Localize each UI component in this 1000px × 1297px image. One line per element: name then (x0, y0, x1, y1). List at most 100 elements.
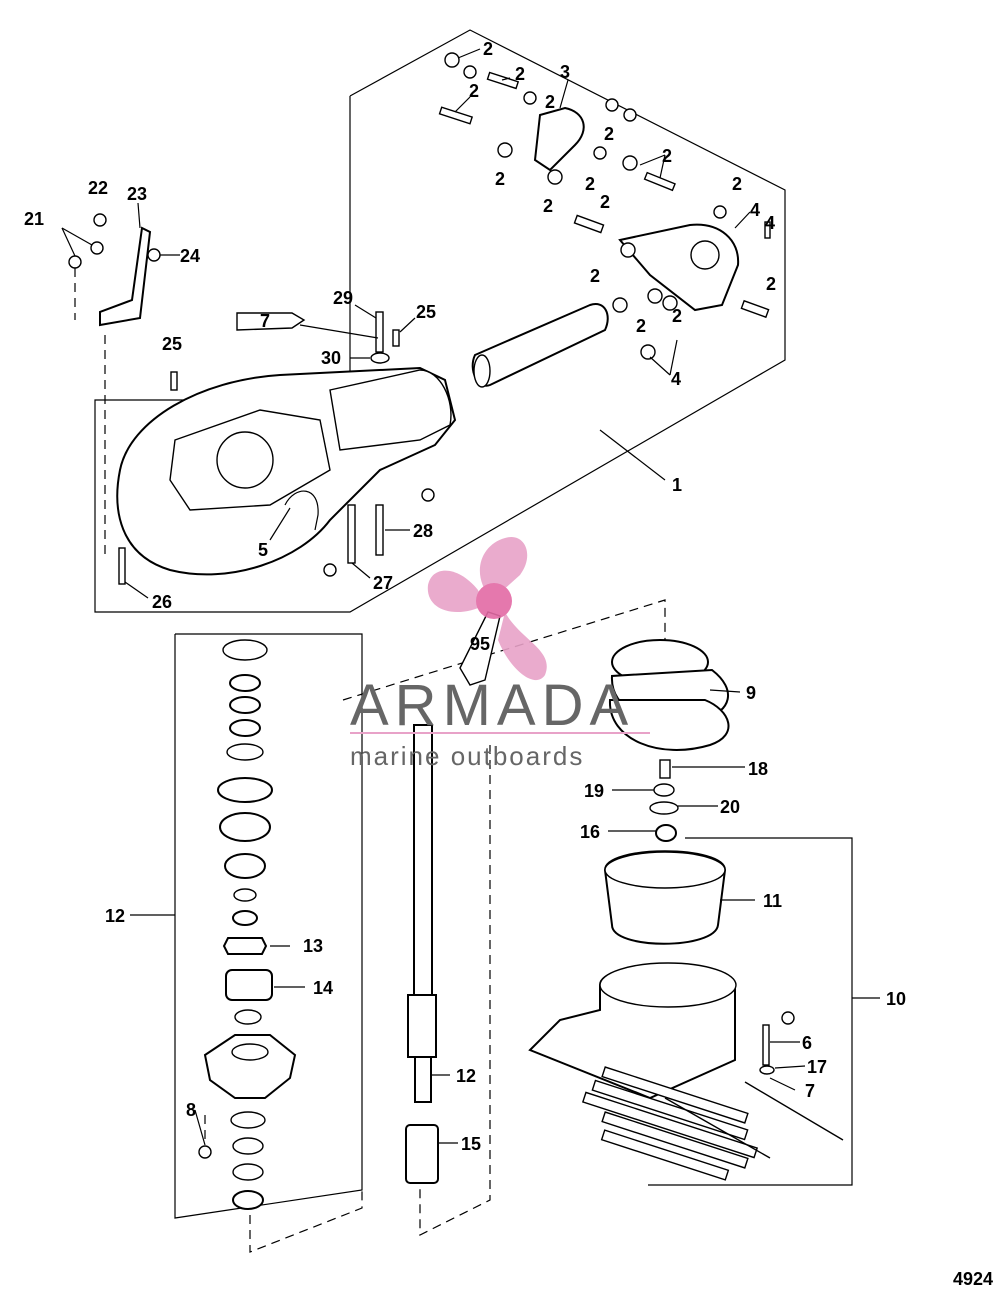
callout-16: 16 (580, 822, 600, 842)
nut-2-b (463, 65, 477, 79)
tube-label-7: 7 (260, 311, 270, 331)
bolt-26 (118, 547, 126, 585)
o-ring-d (232, 1163, 264, 1181)
wear-ring-top (604, 851, 726, 889)
callout-18: 18 (748, 759, 768, 779)
pin-2-b (740, 299, 770, 319)
callout-2: 2 (483, 39, 493, 59)
shaft-lower (414, 1056, 432, 1103)
nut-2-d (605, 98, 619, 112)
seal-c (229, 719, 261, 737)
nut-2-k (620, 242, 636, 258)
callout-2: 2 (766, 274, 776, 294)
washer-17 (759, 1065, 775, 1075)
callout-5: 5 (258, 540, 268, 560)
screw-21-a (68, 255, 82, 269)
bracket-23 (99, 226, 152, 327)
o-ring-a (226, 743, 264, 761)
nozzle-ring-top (599, 962, 737, 1008)
callout-19: 19 (584, 781, 604, 801)
callout-10: 10 (886, 989, 906, 1009)
callout-2: 2 (543, 196, 553, 216)
dowel-25-b (170, 371, 178, 391)
callout-3: 3 (560, 62, 570, 82)
callout-2: 2 (604, 124, 614, 144)
nut-2-h (593, 146, 607, 160)
intake-grate (581, 1066, 759, 1181)
callout-8: 8 (186, 1100, 196, 1120)
shaft-collar (407, 994, 437, 1058)
callout-4: 4 (750, 200, 760, 220)
callout-2: 2 (662, 146, 672, 166)
reverse-gate-bracket-4 (618, 223, 740, 312)
lubricant-tube-7 (236, 312, 306, 331)
callout-12: 12 (105, 906, 125, 926)
callout-4: 4 (671, 369, 681, 389)
nut-24 (147, 248, 161, 262)
diagram-id: 4924 (953, 1269, 993, 1289)
left-dash-return (249, 1190, 363, 1253)
assembly-10-boundary (648, 837, 853, 1186)
screw-4 (764, 221, 771, 239)
key-18 (659, 759, 671, 779)
stud-2-c (643, 171, 676, 192)
callout-1: 1 (672, 475, 682, 495)
housing-tube-outlet (329, 369, 452, 451)
washer-30 (370, 352, 390, 364)
screw-21-b (90, 241, 104, 255)
retaining-ring (234, 1009, 262, 1025)
gate-pivot-hole (690, 240, 720, 270)
o-ring-c (232, 1137, 264, 1155)
lubricant-tube-95 (459, 611, 501, 686)
watermark-brand: ARMADA (350, 673, 634, 738)
nut-16 (655, 824, 677, 842)
seal-d (232, 1190, 264, 1210)
seal-b (229, 696, 261, 714)
nut-2-c (523, 91, 537, 105)
shaft-dash-lower (419, 745, 491, 1236)
cable-5 (284, 490, 319, 531)
small-washer (232, 910, 258, 926)
nut-2-f (497, 142, 513, 158)
housing-bore-lower (231, 1043, 269, 1061)
bearing-cone (219, 812, 271, 842)
callout-2: 2 (672, 306, 682, 326)
callout-9: 9 (746, 683, 756, 703)
bearing-stack-group (130, 633, 363, 1253)
callout-23: 23 (127, 184, 147, 204)
nut-2-a (444, 52, 460, 68)
nut-4 (640, 344, 656, 360)
callout-25: 25 (416, 302, 436, 322)
assembly-12-boundary (174, 633, 363, 1219)
callout-17: 17 (807, 1057, 827, 1077)
nut-2-n (662, 295, 678, 311)
rod-7-b (664, 1097, 771, 1159)
spacer-ring (233, 888, 257, 902)
rod-7 (744, 1081, 844, 1141)
nut-2-m (612, 297, 628, 313)
callout-2: 2 (600, 192, 610, 212)
snap-ring (222, 639, 268, 661)
callout-24: 24 (180, 246, 200, 266)
dowel-25 (392, 329, 400, 347)
callout-13: 13 (303, 936, 323, 956)
upper-leaders (61, 48, 751, 599)
callout-2: 2 (469, 81, 479, 101)
callout-2: 2 (515, 64, 525, 84)
screw-6-head (781, 1011, 795, 1025)
impeller-nozzle-group (528, 639, 880, 1186)
stud-2-b (438, 106, 474, 125)
pin-2-a (573, 214, 605, 234)
propeller-blade-left (427, 570, 485, 613)
screw-6 (762, 1024, 770, 1066)
bracket-3 (533, 106, 585, 172)
nut-2-e (623, 108, 637, 122)
callout-2: 2 (590, 266, 600, 286)
bearing-cup (217, 777, 273, 803)
callout-28: 28 (413, 521, 433, 541)
callout-22: 22 (88, 178, 108, 198)
callout-7: 7 (805, 1081, 815, 1101)
nut-2-j (713, 205, 727, 219)
callout-27: 27 (373, 573, 393, 593)
